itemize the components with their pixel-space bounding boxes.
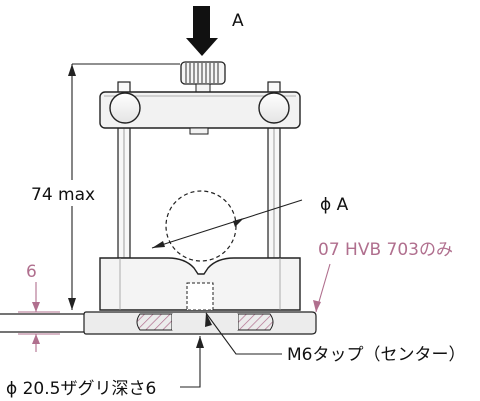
- counterbore-label: ϕ 20.5ザグリ深さ6: [6, 379, 156, 399]
- arrowhead-icon: [205, 313, 212, 327]
- workpiece-outline: [165, 190, 237, 262]
- force-label: A: [232, 11, 244, 31]
- arrowhead-down-icon: [68, 298, 76, 310]
- arrowhead-up-icon: [196, 336, 204, 348]
- tap-label: M6タップ（センター）: [287, 345, 465, 365]
- diameter-label: ϕ A: [320, 195, 349, 215]
- height-label: 74 max: [31, 185, 95, 205]
- arrowhead-right-icon: [233, 218, 244, 227]
- arrowhead-icon: [313, 300, 321, 312]
- model-note-label: 07 HVB 703のみ: [318, 240, 453, 260]
- tap-leader: [205, 312, 282, 355]
- arrowhead-up-icon: [68, 64, 76, 76]
- force-arrow: [186, 6, 218, 56]
- counterbore-leader: [180, 336, 201, 388]
- diameter-leader: [151, 199, 303, 249]
- arrowhead-left-icon: [152, 241, 165, 248]
- base-block: [99, 257, 301, 311]
- arrowhead-down-icon: [32, 302, 40, 312]
- arrowhead-up-icon: [32, 334, 40, 344]
- thickness-label: 6: [26, 262, 37, 282]
- top-bar: [99, 91, 301, 135]
- mounting-plate: [0, 311, 317, 335]
- knob: [180, 61, 226, 93]
